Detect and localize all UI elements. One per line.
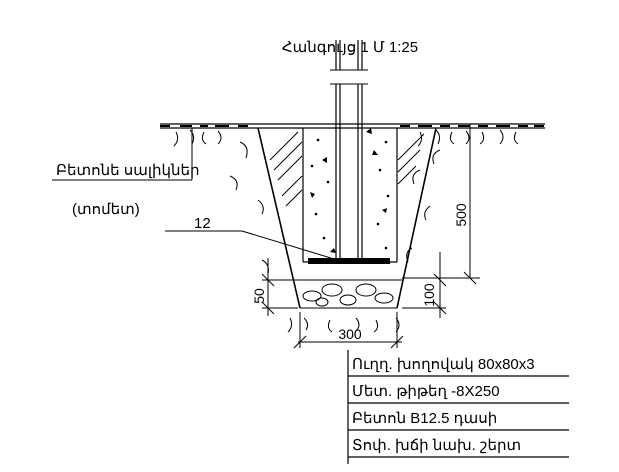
- wall-hatching: [269, 131, 425, 207]
- excavation-walls: [257, 127, 437, 309]
- spec-item-3: Բետոն B12.5 դասի: [352, 410, 497, 427]
- gravel-dimension: [402, 252, 447, 318]
- steel-base-plate: [308, 258, 390, 264]
- soil-marks: [173, 129, 519, 333]
- gravel-bed: [298, 279, 402, 309]
- post-break-gap: [330, 70, 368, 84]
- depth-dimension: [402, 124, 480, 285]
- item-12-leader: [165, 230, 345, 263]
- spec-item-4: Տոփ. խճի նախ. շերտ: [352, 437, 521, 454]
- spec-item-2: Մետ. թիթեղ -8X250: [352, 383, 500, 400]
- spec-item-1: Ուղղ. խողովակ 80x80x3: [352, 356, 535, 373]
- base-dimension: [261, 258, 298, 316]
- post-break-lines: [330, 69, 368, 85]
- concrete-slabs-sublabel: (տոմետ): [72, 201, 140, 218]
- gravel-dimension-value: 100: [421, 283, 437, 307]
- width-dimension: [293, 312, 404, 349]
- drawing-title: Հանգույց 1 Մ 1:25: [282, 39, 418, 56]
- item-number-label: 12: [194, 215, 211, 232]
- concrete-fill: [302, 128, 398, 263]
- base-dimension-value: 50: [251, 288, 267, 304]
- depth-dimension-value: 500: [453, 203, 469, 227]
- spec-table-lines: [347, 350, 569, 464]
- slab-leader: [52, 128, 193, 181]
- width-dimension-value: 300: [338, 326, 362, 342]
- concrete-aggregate: [310, 128, 390, 253]
- ground-surface: [160, 123, 545, 129]
- concrete-slabs-label: Բետոնե սալիկներ: [56, 162, 200, 179]
